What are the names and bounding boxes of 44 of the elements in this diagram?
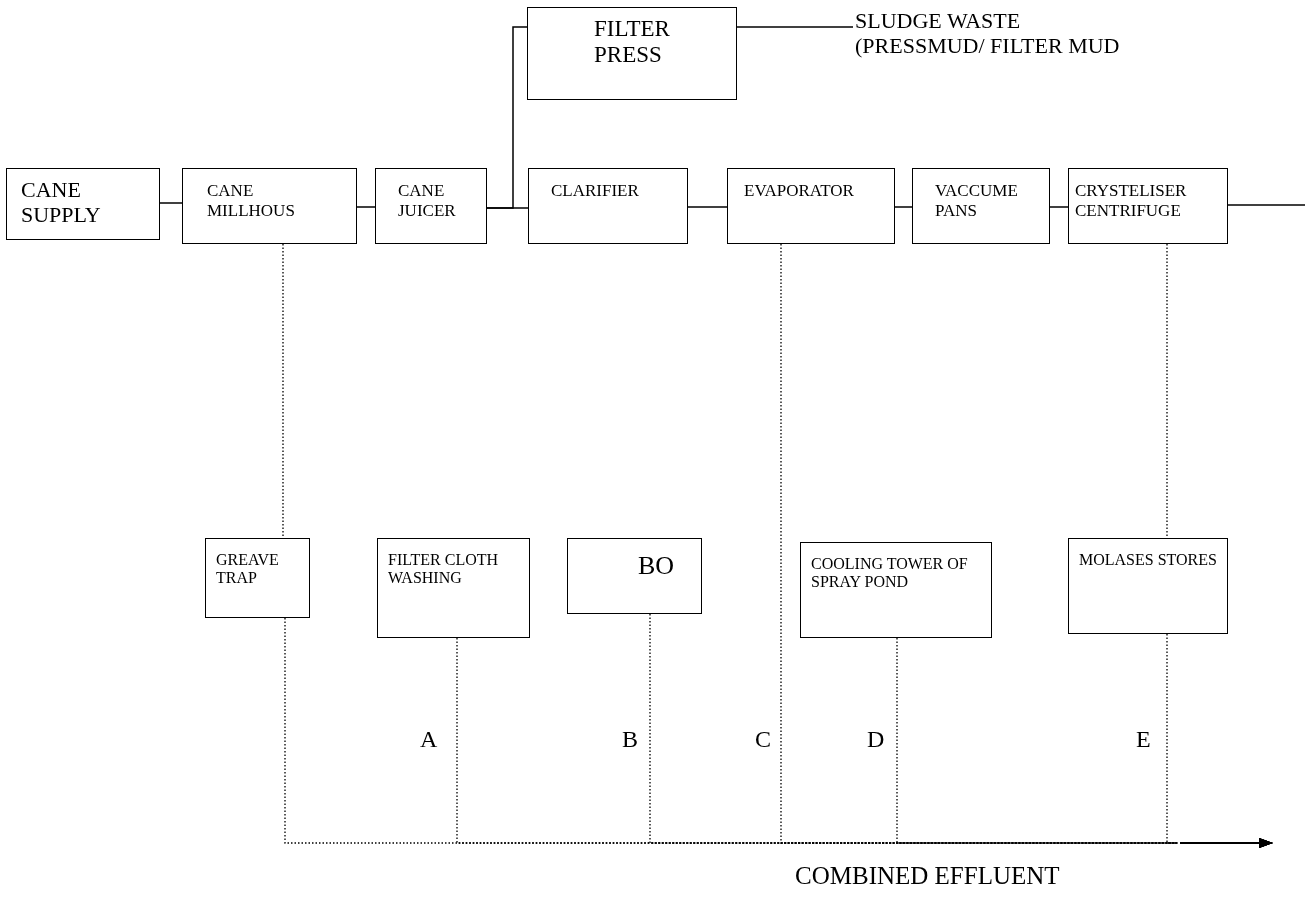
process-box <box>375 168 487 244</box>
connector-line <box>159 202 183 204</box>
box-label: CANE JUICER <box>398 181 457 221</box>
box-label: MOLASES STORES <box>1079 551 1218 570</box>
box-label: BO <box>638 551 676 581</box>
connector-line <box>1227 204 1305 206</box>
box-label: GREAVE TRAP <box>216 551 280 588</box>
box-label: CRYSTELISER CENTRIFUGE <box>1075 181 1188 221</box>
connector-line <box>687 206 728 208</box>
process-box <box>182 168 357 244</box>
stream-letter: B <box>622 726 638 753</box>
connector-line <box>894 206 913 208</box>
connector-line <box>1049 206 1069 208</box>
process-box <box>727 168 895 244</box>
process-box <box>912 168 1050 244</box>
process-box <box>377 538 530 638</box>
process-box <box>567 538 702 614</box>
connector-line <box>486 26 528 209</box>
box-label: EVAPORATOR <box>744 181 855 201</box>
process-box <box>528 168 688 244</box>
process-box <box>6 168 160 240</box>
stream-letter: A <box>420 726 438 753</box>
process-box <box>800 542 992 638</box>
box-label: CLARIFIER <box>551 181 640 201</box>
box-label: COOLING TOWER OF SPRAY POND <box>811 555 969 592</box>
output-label: COMBINED EFFLUENT <box>795 862 1060 890</box>
process-box <box>205 538 310 618</box>
process-box <box>1068 538 1228 634</box>
box-label: CANE MILLHOUS <box>207 181 296 221</box>
dotted-connector <box>1166 243 1168 539</box>
box-label: VACCUME PANS <box>935 181 1019 221</box>
stream-letter: D <box>867 726 885 753</box>
connector-line <box>356 206 376 208</box>
box-label: CANE SUPPLY <box>21 177 102 228</box>
box-label: FILTER PRESS <box>594 16 671 69</box>
stream-letter: E <box>1136 726 1151 753</box>
dotted-connector <box>1166 633 1273 848</box>
process-box <box>1068 168 1228 244</box>
dotted-connector <box>282 243 284 539</box>
stream-letter: C <box>755 726 771 753</box>
process-box <box>527 7 737 100</box>
box-label: FILTER CLOTH WASHING <box>388 551 500 588</box>
output-label: SLUDGE WASTE (PRESSMUD/ FILTER MUD <box>855 8 1121 59</box>
connector-line <box>736 26 854 28</box>
